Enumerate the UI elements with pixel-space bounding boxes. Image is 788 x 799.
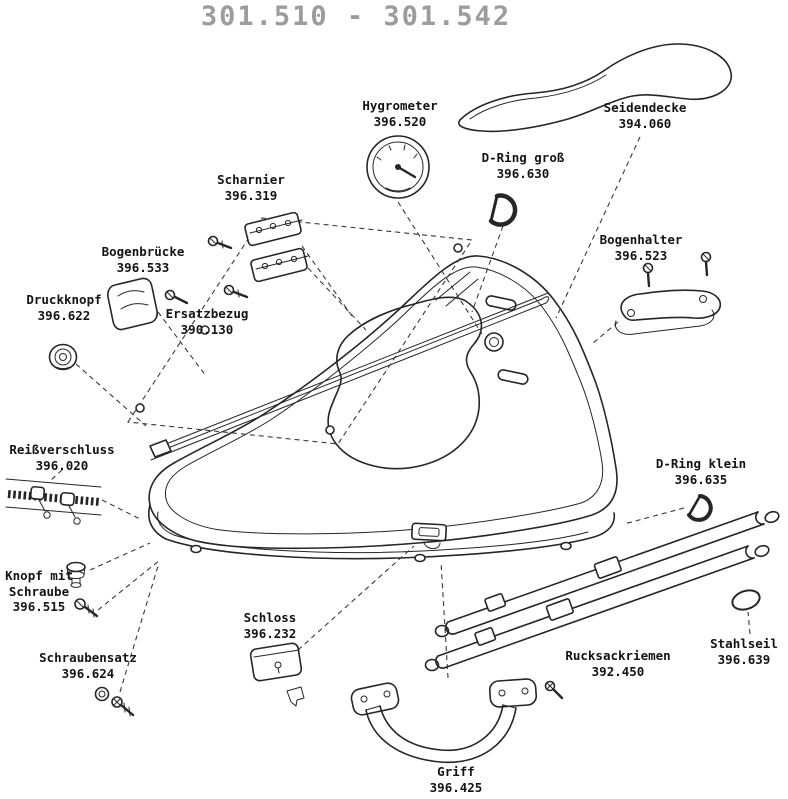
rucksackriemen-drawing xyxy=(424,510,780,672)
bogenhalter-drawing xyxy=(614,251,722,335)
part-label-reissverschluss: Reißverschluss 396.020 xyxy=(0,442,124,473)
part-name: D-Ring klein xyxy=(655,456,747,471)
part-name: Scharnier xyxy=(217,172,285,187)
knopf-mit-schraube-drawing xyxy=(66,561,99,618)
part-label-bogenhalter: Bogenhalter 396.523 xyxy=(578,232,704,263)
part-name: Schloss xyxy=(243,610,297,625)
stahlseil-drawing xyxy=(731,589,761,611)
schloss-drawing xyxy=(249,642,305,707)
reissverschluss-drawing xyxy=(5,478,102,525)
part-label-stahlseil: Stahlseil 396.639 xyxy=(700,636,788,667)
part-label-knopf-mit-schraube: Knopf mit Schraube 396.515 xyxy=(0,568,78,615)
part-number: 396.020 xyxy=(35,457,89,473)
part-number: 396.425 xyxy=(429,779,483,795)
part-number: 394.060 xyxy=(618,115,672,131)
part-name: Reißverschluss xyxy=(9,442,115,457)
case-drawing xyxy=(148,255,618,563)
part-name: Bogenbrücke xyxy=(101,244,185,259)
part-name: D-Ring groß xyxy=(481,150,565,165)
seidendecke-drawing xyxy=(458,43,732,133)
part-label-schraubensatz: Schraubensatz 396.624 xyxy=(26,650,150,681)
part-number: 396.630 xyxy=(496,165,550,181)
part-number: 392.450 xyxy=(591,663,645,679)
part-label-ersatzbezug: Ersatzbezug 390.130 xyxy=(144,306,270,337)
part-label-seidendecke: Seidendecke 394.060 xyxy=(580,100,710,131)
griff-drawing xyxy=(350,678,564,764)
ersatzbezug-panel-drawing xyxy=(127,217,473,445)
page-title: 301.510 - 301.542 xyxy=(200,1,512,32)
part-name: Ersatzbezug xyxy=(165,306,249,321)
part-number: 396.622 xyxy=(37,307,91,323)
part-label-scharnier: Scharnier 396.319 xyxy=(188,172,314,203)
part-label-hygrometer: Hygrometer 396.520 xyxy=(335,98,465,129)
part-label-griff: Griff 396.425 xyxy=(394,764,518,795)
part-label-d-ring-klein: D-Ring klein 396.635 xyxy=(638,456,764,487)
part-number: 396.533 xyxy=(116,259,170,275)
scharnier-drawing xyxy=(207,211,309,299)
part-name: Druckknopf xyxy=(26,292,102,307)
druckknopf-drawing xyxy=(48,343,78,371)
d-ring-klein-drawing xyxy=(687,494,713,522)
part-name: Hygrometer xyxy=(362,98,438,113)
part-number: 396.639 xyxy=(717,651,771,667)
leader-lines xyxy=(49,136,751,693)
part-label-bogenbruecke: Bogenbrücke 396.533 xyxy=(80,244,206,275)
part-number: 396.635 xyxy=(674,471,728,487)
part-label-rucksackriemen: Rucksackriemen 392.450 xyxy=(545,648,691,679)
part-label-schloss: Schloss 396.232 xyxy=(208,610,332,641)
part-number: 390.130 xyxy=(180,321,234,337)
d-ring-gross-drawing xyxy=(488,193,518,227)
part-number: 396.523 xyxy=(614,247,668,263)
part-label-druckknopf: Druckknopf 396.622 xyxy=(2,292,126,323)
part-name: Seidendecke xyxy=(603,100,687,115)
part-name: Knopf mit Schraube xyxy=(5,568,73,599)
part-number: 396.319 xyxy=(224,187,278,203)
part-name: Griff xyxy=(437,764,475,779)
part-name: Rucksackriemen xyxy=(565,648,671,663)
part-number: 396.515 xyxy=(12,599,66,615)
part-name: Schraubensatz xyxy=(39,650,137,665)
part-number: 396.624 xyxy=(61,665,115,681)
part-label-d-ring-gross: D-Ring groß 396.630 xyxy=(458,150,588,181)
part-number: 396.520 xyxy=(373,113,427,129)
part-name: Bogenhalter xyxy=(599,232,683,247)
bogenbruecke-drawing xyxy=(107,277,189,331)
schraubensatz-drawing xyxy=(94,686,135,717)
hygrometer-drawing xyxy=(366,135,430,199)
part-name: Stahlseil xyxy=(710,636,778,651)
part-number: 396.232 xyxy=(243,625,297,641)
